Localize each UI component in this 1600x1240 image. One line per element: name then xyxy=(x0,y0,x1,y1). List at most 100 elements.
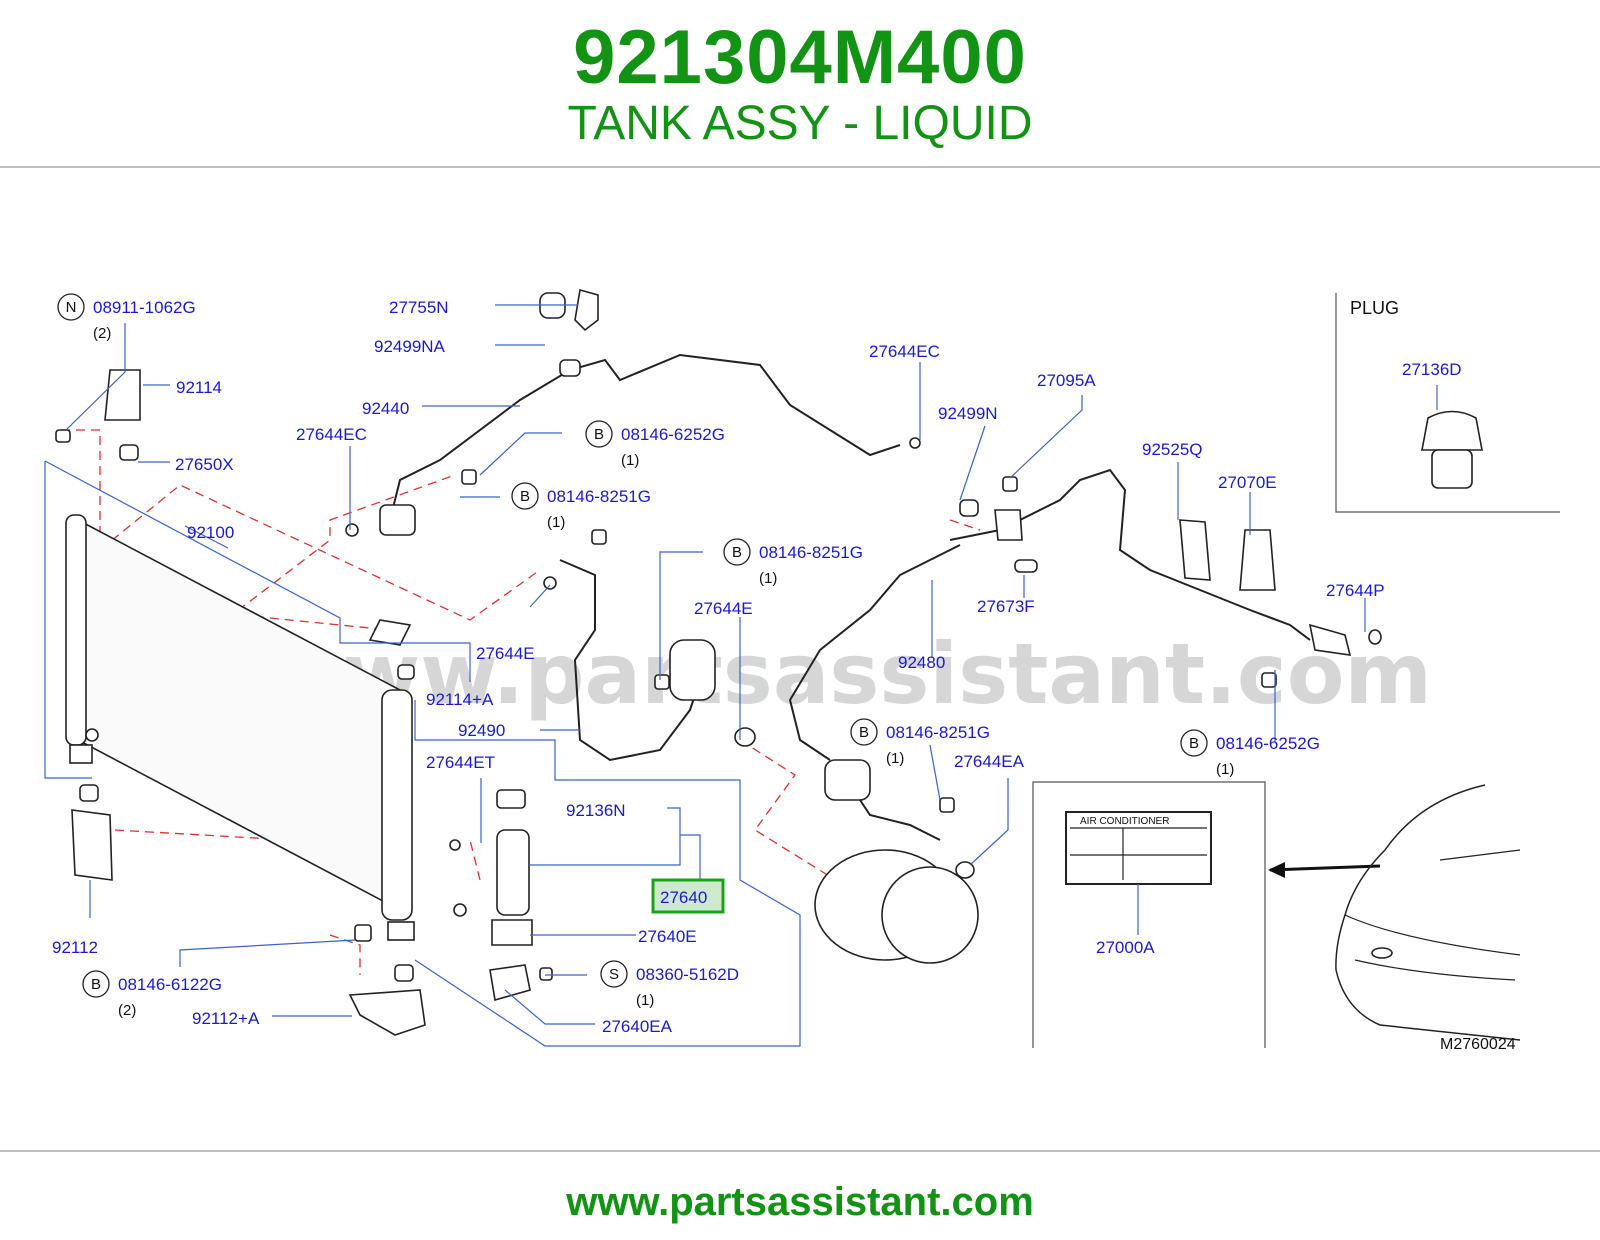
callout-92100[interactable]: 92100 xyxy=(187,523,234,542)
callout-08911-1062g[interactable]: N 08911-1062G (2) xyxy=(57,293,196,342)
callout-92525q[interactable]: 92525Q xyxy=(1142,440,1203,459)
callout-part-number[interactable]: 92112 xyxy=(52,938,98,957)
callout-27644ea[interactable]: 27644EA xyxy=(954,752,1025,771)
callout-27640ea[interactable]: 27640EA xyxy=(602,1017,673,1036)
callout-92480[interactable]: 92480 xyxy=(898,653,945,672)
callout-code-circle xyxy=(723,538,751,566)
callout-part-number[interactable]: 27644EA xyxy=(954,752,1025,771)
callout-part-number[interactable]: 92114+A xyxy=(426,690,494,709)
callout-code: B xyxy=(859,724,869,741)
callout-27070e[interactable]: 27070E xyxy=(1218,473,1277,492)
callout-08146-6122g[interactable]: B 08146-6122G (2) xyxy=(82,970,222,1019)
callout-part-number[interactable]: 92100 xyxy=(187,523,234,542)
callout-27095a[interactable]: 27095A xyxy=(1037,371,1096,390)
callout-27673f[interactable]: 27673F xyxy=(977,597,1035,616)
callout-part-number[interactable]: 92499N xyxy=(938,404,998,423)
callout-92440[interactable]: 92440 xyxy=(362,399,409,418)
callout-part-number[interactable]: 92490 xyxy=(458,721,505,740)
callout-part-number[interactable]: 92112+A xyxy=(192,1009,260,1028)
callout-part-number[interactable]: 27640EA xyxy=(602,1017,673,1036)
callout-08146-8251g[interactable]: B 08146-8251G (1) xyxy=(511,482,651,531)
plug-box: PLUG 27136D xyxy=(1335,293,1560,513)
callout-92112-a[interactable]: 92112+A xyxy=(192,1009,260,1028)
callout-part-number[interactable]: 08146-6252G xyxy=(621,425,725,444)
highlight-part-label[interactable]: 27640 xyxy=(660,888,707,907)
callout-part-number[interactable]: 08911-1062G xyxy=(93,298,196,317)
callout-08146-8251g[interactable]: B 08146-8251G (1) xyxy=(723,538,863,587)
callout-quantity: (1) xyxy=(886,750,904,767)
callout-code-circle xyxy=(1180,729,1208,757)
callout-92499n[interactable]: 92499N xyxy=(938,404,998,423)
callout-quantity: (2) xyxy=(118,1002,136,1019)
plug-part-label[interactable]: 27136D xyxy=(1402,360,1462,379)
callout-part-number[interactable]: 27644P xyxy=(1326,581,1385,600)
callout-92114-a[interactable]: 92114+A xyxy=(426,690,494,709)
callout-92114[interactable]: 92114 xyxy=(176,378,222,397)
footer-url-link[interactable]: www.partsassistant.com xyxy=(566,1180,1034,1224)
callout-part-number[interactable]: 27673F xyxy=(977,597,1035,616)
callout-quantity: (1) xyxy=(759,570,777,587)
callout-part-number[interactable]: 92440 xyxy=(362,399,409,418)
callout-code-circle xyxy=(585,420,613,448)
callout-quantity: (2) xyxy=(93,325,111,342)
callout-code-circle xyxy=(57,293,85,321)
callout-part-number[interactable]: 92525Q xyxy=(1142,440,1203,459)
callout-part-number[interactable]: 92499NA xyxy=(374,337,446,356)
callout-code: B xyxy=(594,426,604,443)
callout-part-number[interactable]: 08146-6252G xyxy=(1216,734,1320,753)
callout-92490[interactable]: 92490 xyxy=(458,721,505,740)
callout-27644ec[interactable]: 27644EC xyxy=(869,342,940,361)
part-number-title: 921304M400 xyxy=(573,15,1027,100)
callout-part-number[interactable]: 08360-5162D xyxy=(636,965,739,984)
callout-92499na[interactable]: 92499NA xyxy=(374,337,446,356)
callout-part-number[interactable]: 92114 xyxy=(176,378,222,397)
callout-quantity: (1) xyxy=(547,514,565,531)
callout-part-number[interactable]: 27644EC xyxy=(296,425,367,444)
callout-part-number[interactable]: 27755N xyxy=(389,298,449,317)
callout-code-circle xyxy=(511,482,539,510)
ac-label-part[interactable]: 27000A xyxy=(1096,938,1155,957)
callout-part-number[interactable]: 92136N xyxy=(566,801,626,820)
callout-27644p[interactable]: 27644P xyxy=(1326,581,1385,600)
callout-code: B xyxy=(732,544,742,561)
callout-27650x[interactable]: 27650X xyxy=(175,455,234,474)
callout-code: N xyxy=(66,299,77,316)
callout-code-circle xyxy=(600,960,628,988)
callout-code: B xyxy=(91,976,101,993)
callout-part-number[interactable]: 27644E xyxy=(476,644,535,663)
callout-part-number[interactable]: 27644E xyxy=(694,599,753,618)
callout-part-number[interactable]: 27650X xyxy=(175,455,234,474)
callout-27640e[interactable]: 27640E xyxy=(638,927,697,946)
callout-27644et[interactable]: 27644ET xyxy=(426,753,495,772)
callout-27644e[interactable]: 27644E xyxy=(476,644,535,663)
callout-part-number[interactable]: 08146-8251G xyxy=(759,543,863,562)
callout-part-number[interactable]: 27644ET xyxy=(426,753,495,772)
callout-part-number[interactable]: 27070E xyxy=(1218,473,1277,492)
car-location-illustration xyxy=(1335,784,1521,1041)
callout-27644ec[interactable]: 27644EC xyxy=(296,425,367,444)
callout-code-circle xyxy=(850,718,878,746)
callout-27755n[interactable]: 27755N xyxy=(389,298,449,317)
callout-code: B xyxy=(520,488,530,505)
callout-code: S xyxy=(609,966,619,983)
highlight-box xyxy=(651,878,725,914)
callout-part-number[interactable]: 27640E xyxy=(638,927,697,946)
callout-part-number[interactable]: 08146-8251G xyxy=(547,487,651,506)
callout-92136n[interactable]: 92136N xyxy=(566,801,626,820)
callout-part-number[interactable]: 08146-6122G xyxy=(118,975,222,994)
callout-27644e[interactable]: 27644E xyxy=(694,599,753,618)
callout-labels: N 08911-1062G (2) 27755N 92499NA 92114 92440 27… xyxy=(52,293,1385,1036)
callout-part-number[interactable]: 92480 xyxy=(898,653,945,672)
callout-92112[interactable]: 92112 xyxy=(52,938,98,957)
callout-part-number[interactable]: 27095A xyxy=(1037,371,1096,390)
callout-part-number[interactable]: 27644EC xyxy=(869,342,940,361)
callout-part-number[interactable]: 08146-8251G xyxy=(886,723,990,742)
header-divider xyxy=(0,166,1600,168)
ac-pipes xyxy=(389,353,1311,841)
callout-08146-8251g[interactable]: B 08146-8251G (1) xyxy=(850,718,990,767)
receiver-drier-tank xyxy=(489,789,533,1002)
watermark-text: www.partsassistant.com xyxy=(265,625,1432,723)
